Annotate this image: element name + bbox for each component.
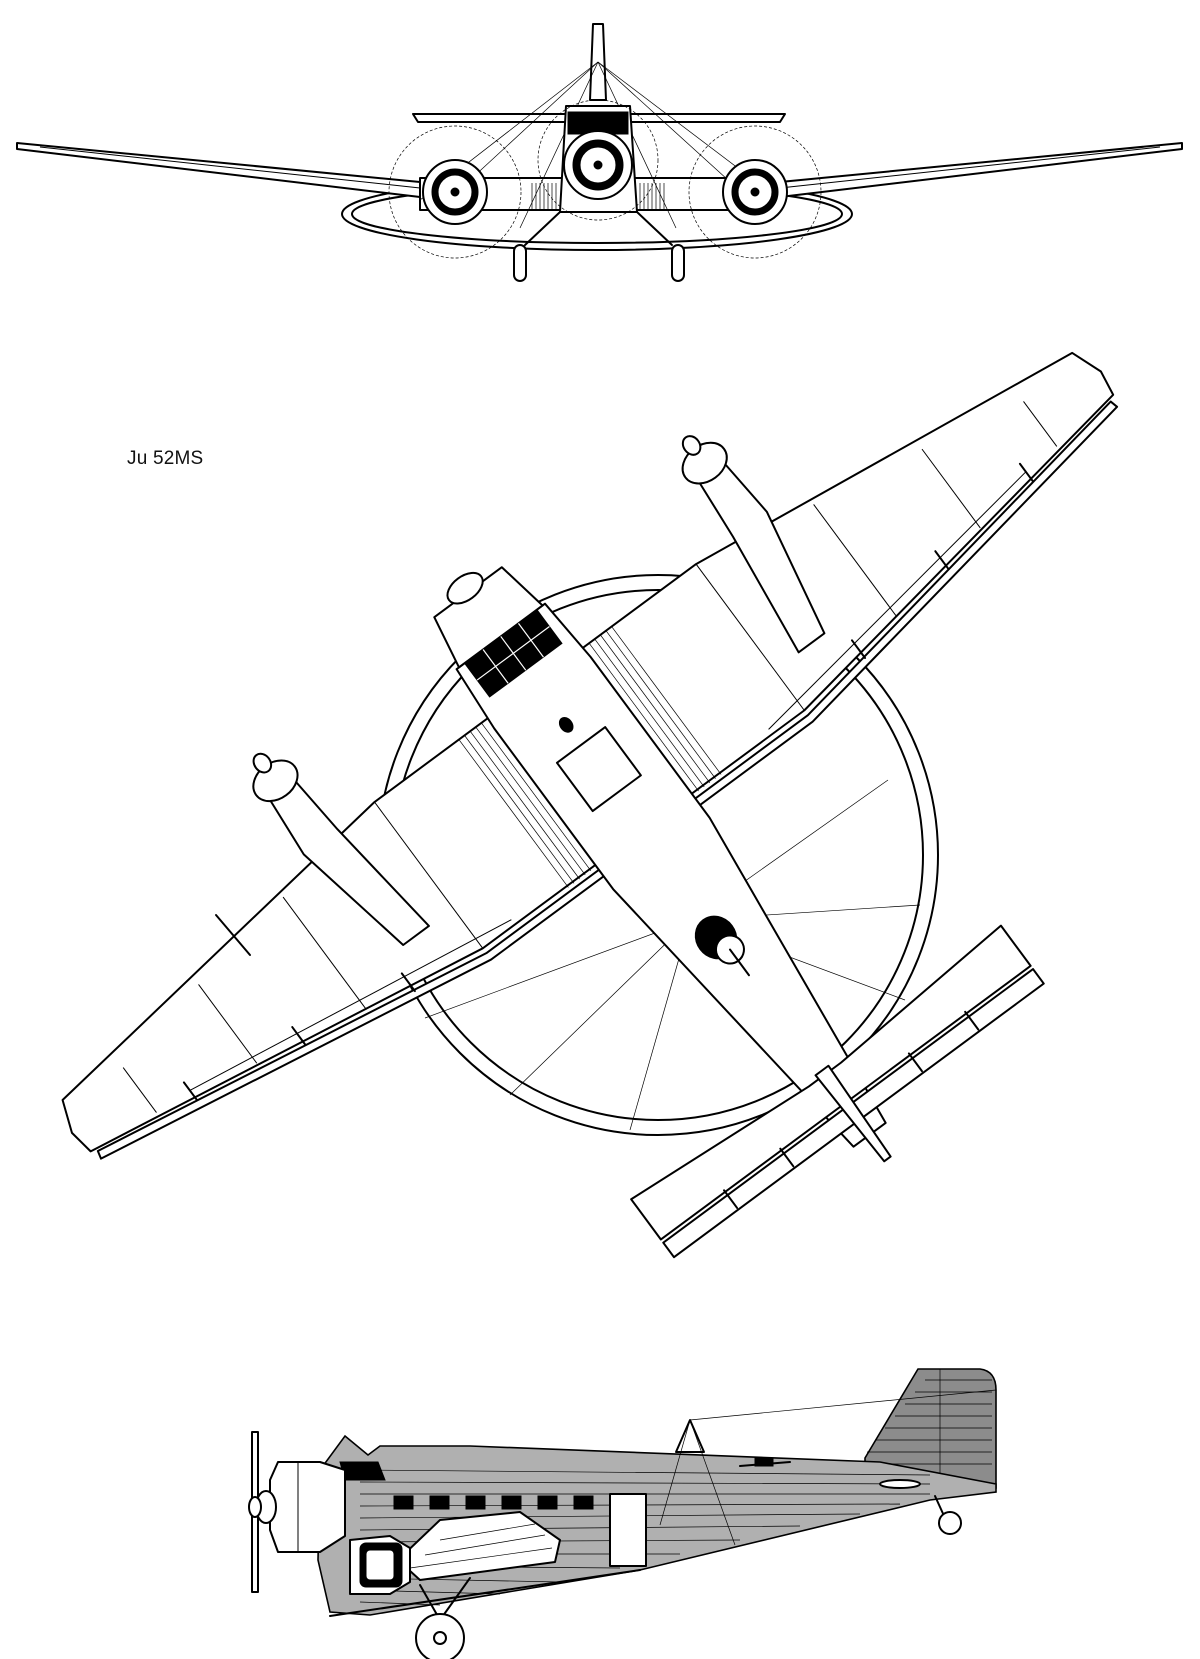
plan-fuselage (433, 566, 887, 1148)
front-wing-right (779, 142, 1183, 198)
front-landing-gear-right (636, 211, 685, 282)
side-nose-propeller (248, 1431, 262, 1593)
side-cargo-door (609, 1493, 647, 1567)
plan-tailplane (630, 924, 1045, 1259)
side-view (248, 1368, 997, 1659)
front-corrugation-right (639, 183, 665, 210)
side-cockpit-window (339, 1461, 386, 1481)
side-horizontal-stabilizer (879, 1479, 921, 1489)
side-antenna-mast (659, 1389, 997, 1546)
front-engine-left (422, 159, 488, 225)
front-engine-center (563, 130, 633, 200)
side-dorsal-gun (739, 1457, 791, 1467)
plan-view (61, 351, 1119, 1259)
front-wing-left (16, 142, 421, 198)
side-tail-wheel (934, 1495, 962, 1535)
front-view (16, 23, 1183, 282)
side-ring-rail (329, 1569, 641, 1617)
side-wing-ribs (409, 1523, 553, 1569)
side-nose-engine (255, 1461, 346, 1553)
aircraft-designation-label: Ju 52MS (127, 448, 204, 469)
side-cabin-windows (393, 1495, 594, 1510)
side-main-landing-gear (415, 1577, 471, 1659)
plan-pitot-probe (215, 914, 251, 956)
front-propeller-discs (388, 99, 822, 259)
front-landing-gear-left (513, 211, 561, 282)
front-engine-right (722, 159, 788, 225)
side-outer-engine (349, 1535, 411, 1595)
side-tail-fin (864, 1368, 997, 1489)
front-corrugation-left (531, 183, 557, 210)
